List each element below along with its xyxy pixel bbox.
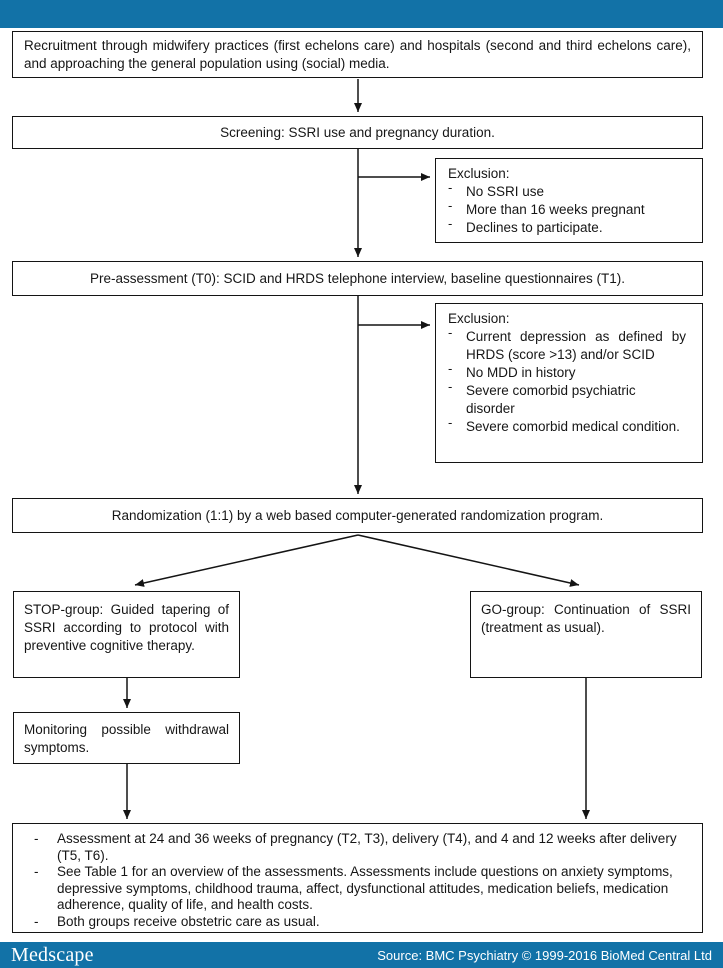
recruitment-box: Recruitment through midwifery practices … <box>12 31 703 78</box>
assessment-item: - See Table 1 for an overview of the ass… <box>23 864 686 914</box>
dash-marker: - <box>448 216 453 231</box>
exclusion-item-text: Severe comorbid psychiatric disorder <box>466 383 636 416</box>
dash-marker: - <box>448 198 453 213</box>
exclusion-item-text: Severe comorbid medical condition. <box>466 419 680 434</box>
assessment-box: - Assessment at 24 and 36 weeks of pregn… <box>12 823 703 933</box>
exclusion-box-preassessment: Exclusion: - Current depression as defin… <box>435 303 703 463</box>
source-credit: Source: BMC Psychiatry © 1999-2016 BioMe… <box>377 947 712 963</box>
dash-marker: - <box>448 415 453 430</box>
exclusion-box-screening: Exclusion: - No SSRI use - More than 16 … <box>435 158 703 243</box>
exclusion-item-text: More than 16 weeks pregnant <box>466 202 645 217</box>
assessment-item-text: Both groups receive obstetric care as us… <box>57 913 320 929</box>
footer-bar: Medscape Source: BMC Psychiatry © 1999-2… <box>0 942 723 968</box>
exclusion-item-text: Declines to participate. <box>466 220 603 235</box>
exclusion-item: - Severe comorbid medical condition. <box>448 415 686 436</box>
assessment-item: - Assessment at 24 and 36 weeks of pregn… <box>23 831 686 864</box>
dash-marker: - <box>448 180 453 195</box>
assessment-item-text: See Table 1 for an overview of the asses… <box>57 864 673 912</box>
exclusion-item-text: Current depression as defined by HRDS (s… <box>466 329 686 362</box>
exclusion-item: - Severe comorbid psychiatric disorder <box>448 379 686 418</box>
exclusion-item: - Current depression as defined by HRDS … <box>448 325 686 364</box>
exclusion-title: Exclusion: <box>448 311 510 326</box>
exclusion-item-text: No SSRI use <box>466 184 545 199</box>
screening-box: Screening: SSRI use and pregnancy durati… <box>12 116 703 149</box>
exclusion-item: - No SSRI use <box>448 180 686 201</box>
exclusion-item: - No MDD in history <box>448 361 686 382</box>
monitoring-box: Monitoring possible withdrawal symptoms. <box>13 712 240 764</box>
dash-marker: - <box>34 864 39 879</box>
exclusion-title: Exclusion: <box>448 166 510 181</box>
randomization-box: Randomization (1:1) by a web based compu… <box>12 498 703 533</box>
dash-marker: - <box>34 913 39 929</box>
assessment-item: - Both groups receive obstetric care as … <box>23 914 686 931</box>
assessment-item-text: Assessment at 24 and 36 weeks of pregnan… <box>57 831 677 863</box>
exclusion-item-text: No MDD in history <box>466 365 576 380</box>
dash-marker: - <box>448 361 453 376</box>
exclusion-item: - Declines to participate. <box>448 216 686 237</box>
dash-marker: - <box>448 325 453 340</box>
dash-marker: - <box>448 379 453 394</box>
top-bar <box>0 0 723 28</box>
dash-marker: - <box>34 831 39 846</box>
exclusion-item: - More than 16 weeks pregnant <box>448 198 686 219</box>
go-group-box: GO-group: Continuation of SSRI (treatmen… <box>470 591 702 678</box>
medscape-logo: Medscape <box>11 943 94 966</box>
pre-assessment-box: Pre-assessment (T0): SCID and HRDS telep… <box>12 261 703 296</box>
stop-group-box: STOP-group: Guided tapering of SSRI acco… <box>13 591 240 678</box>
